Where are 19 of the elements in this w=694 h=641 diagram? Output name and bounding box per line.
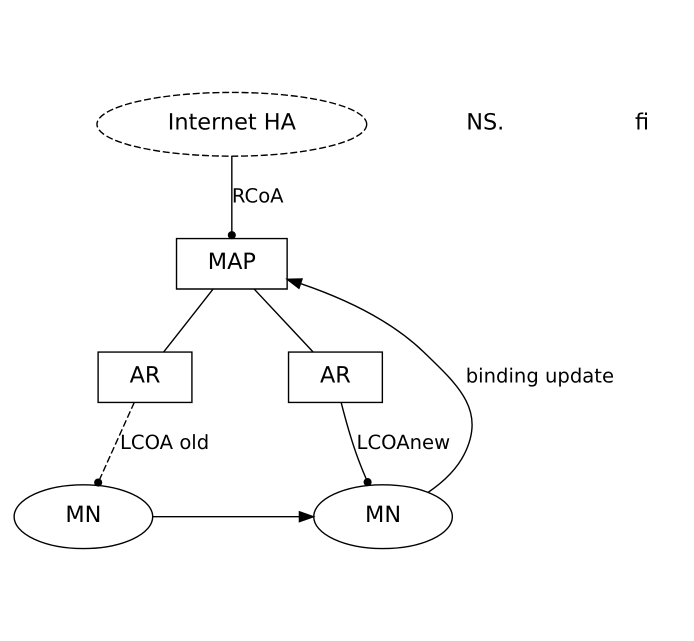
node-ellipse: MN	[313, 484, 454, 550]
edge-label: RCoA	[232, 184, 284, 208]
node-ellipse: Internet HA	[96, 92, 368, 157]
connector	[228, 156, 236, 240]
node-ellipse: MN	[13, 484, 154, 550]
edge-label: LCOA old	[120, 430, 210, 454]
node-box: AR	[288, 351, 384, 404]
connector	[163, 288, 214, 352]
arrow	[153, 510, 316, 523]
connector	[340, 402, 372, 486]
connector	[94, 402, 135, 487]
edge-label: binding update	[466, 364, 614, 388]
node-box: AR	[97, 351, 193, 404]
connector	[254, 288, 314, 352]
edge-label: LCOAnew	[356, 430, 450, 454]
arrow	[285, 278, 473, 494]
label: NS.	[466, 110, 504, 136]
label: fi	[635, 110, 650, 136]
node-box: MAP	[176, 238, 288, 290]
